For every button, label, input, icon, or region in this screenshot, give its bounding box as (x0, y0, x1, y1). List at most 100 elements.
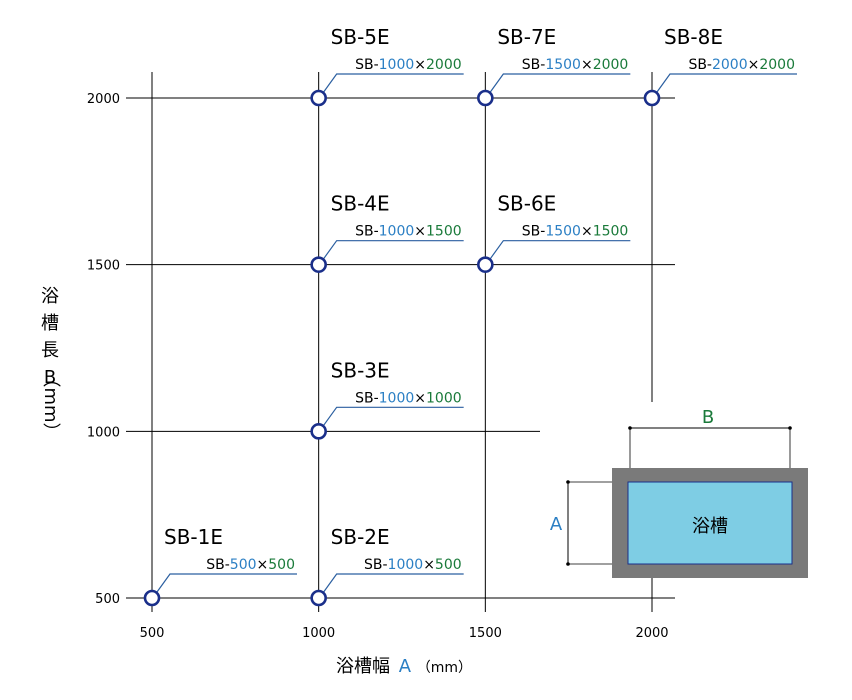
point-code-label: SB-6E (497, 192, 556, 216)
size-width-value: 1000 (388, 557, 424, 573)
size-prefix: SB- (364, 557, 388, 573)
y-tick-label-1000: 1000 (87, 425, 120, 440)
point-size-label: SB-2000×2000 (688, 57, 795, 73)
y-tick-label-2000: 2000 (87, 92, 120, 107)
y-axis-title-char-3: 長 (41, 340, 59, 361)
size-length-value: 2000 (759, 57, 795, 73)
x-axis-title-prefix: 浴槽幅 (336, 656, 390, 677)
leader-line-4 (323, 240, 464, 260)
point-code-label: SB-4E (331, 192, 390, 216)
size-width-value: 500 (230, 557, 257, 573)
size-length-value: 500 (268, 557, 295, 573)
dim-a-end-top (566, 480, 570, 484)
point-size-label: SB-1500×1500 (522, 224, 629, 240)
size-length-value: 2000 (593, 57, 629, 73)
size-prefix: SB- (355, 57, 379, 73)
tub-label: 浴槽 (692, 516, 728, 537)
size-prefix: SB- (688, 57, 712, 73)
point-size-label: SB-1000×1000 (355, 390, 462, 406)
x-axis-title: 浴槽幅 A （mm） (336, 656, 472, 677)
y-axis-title-char-1: 浴 (41, 286, 59, 307)
size-length-value: 1500 (426, 224, 462, 240)
y-tick-label-500: 500 (95, 592, 120, 607)
grid-lines (126, 72, 675, 612)
data-point-marker (310, 256, 327, 273)
size-prefix: SB- (355, 390, 379, 406)
data-point-marker (310, 89, 327, 107)
tick-labels: 500 1000 1500 2000 500 1000 1500 2000 (87, 92, 669, 641)
size-prefix: SB- (206, 557, 230, 573)
x-axis-title-unit: （mm） (417, 660, 472, 676)
y-axis-title: 浴 槽 長 B （mm） (40, 286, 61, 441)
size-length-value: 1000 (426, 390, 462, 406)
point-group-2: SB-2E SB-1000×500 (310, 525, 464, 607)
leader-line-6 (489, 240, 631, 260)
leader-line-2 (323, 573, 464, 593)
size-prefix: SB- (522, 57, 546, 73)
size-width-value: 2000 (712, 57, 748, 73)
data-point-marker (477, 89, 494, 107)
size-separator: × (414, 57, 426, 73)
dim-b-end-left (628, 426, 632, 430)
size-separator: × (581, 57, 593, 73)
size-length-value: 500 (435, 557, 462, 573)
point-group-4: SB-4E SB-1000×1500 (310, 192, 464, 273)
x-tick-label-1000: 1000 (302, 626, 335, 641)
size-length-value: 1500 (593, 224, 629, 240)
size-length-value: 2000 (426, 57, 462, 73)
data-point-marker (643, 89, 661, 107)
y-axis-title-unit: （mm） (40, 369, 61, 440)
size-separator: × (748, 57, 760, 73)
point-size-label: SB-1000×500 (364, 557, 462, 573)
leader-line-3 (323, 406, 464, 426)
size-width-value: 1000 (379, 224, 415, 240)
size-separator: × (257, 557, 269, 573)
size-prefix: SB- (522, 224, 546, 240)
size-separator: × (414, 390, 426, 406)
data-point-marker (310, 589, 327, 607)
size-separator: × (581, 224, 593, 240)
x-tick-label-500: 500 (140, 626, 165, 641)
size-width-value: 1000 (379, 390, 415, 406)
dim-b-label: B (702, 407, 714, 428)
x-tick-label-1500: 1500 (469, 626, 502, 641)
point-size-label: SB-1000×1500 (355, 224, 462, 240)
leader-line-7 (489, 73, 631, 93)
y-axis-title-char-2: 槽 (41, 313, 59, 334)
x-axis-title-var: A (399, 656, 412, 677)
dim-b-end-right (788, 426, 792, 430)
point-group-5: SB-5E SB-1000×2000 (310, 25, 464, 107)
leader-line-8 (656, 73, 797, 93)
point-code-label: SB-1E (164, 525, 223, 549)
point-code-label: SB-8E (664, 25, 723, 49)
size-separator: × (423, 557, 435, 573)
leader-line-5 (323, 73, 464, 93)
point-code-label: SB-2E (331, 525, 390, 549)
point-group-7: SB-7E SB-1500×2000 (477, 25, 631, 107)
x-tick-label-2000: 2000 (635, 626, 668, 641)
size-prefix: SB- (355, 224, 379, 240)
data-point-marker (310, 423, 327, 440)
point-code-label: SB-3E (331, 358, 390, 382)
point-code-label: SB-7E (497, 25, 556, 49)
size-width-value: 1500 (545, 57, 581, 73)
dim-a-label: A (550, 514, 563, 535)
point-size-label: SB-500×500 (206, 557, 295, 573)
data-point-marker (477, 256, 494, 273)
y-tick-label-1500: 1500 (87, 259, 120, 274)
size-separator: × (414, 224, 426, 240)
point-code-label: SB-5E (331, 25, 390, 49)
bathtub-diagram: 浴槽 B A (550, 407, 808, 578)
data-point-marker (143, 589, 161, 607)
y-axis-title-var: B (44, 367, 56, 388)
leader-line-1 (156, 573, 297, 593)
size-width-value: 1000 (379, 57, 415, 73)
tub-basin (627, 481, 793, 565)
dim-a-end-bottom (566, 562, 570, 566)
point-size-label: SB-1000×2000 (355, 57, 462, 73)
